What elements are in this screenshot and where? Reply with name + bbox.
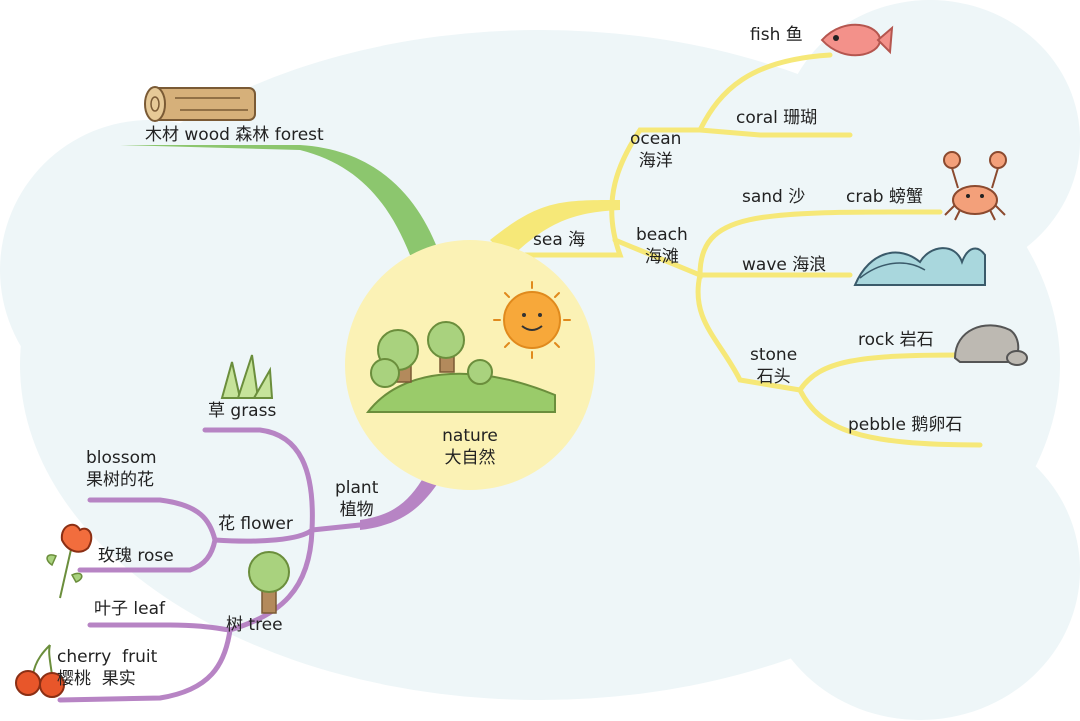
- trees-hill-icon: [365, 321, 556, 413]
- background-cloud: [760, 420, 1080, 720]
- blossom-label: blossom 果树的花: [86, 447, 157, 491]
- coral-label: coral 珊瑚: [736, 108, 818, 128]
- beach-line: [612, 209, 943, 279]
- grass-line: [202, 427, 315, 533]
- sun-icon: [493, 281, 571, 359]
- plant-en: plant: [335, 478, 379, 498]
- ocean-line: [517, 127, 703, 258]
- center-en: nature: [442, 426, 498, 446]
- sand-label: sand 沙: [742, 187, 806, 207]
- beach-en: beach: [636, 225, 688, 245]
- stone-zh: 石头: [756, 367, 791, 387]
- forest-label: 木材 wood 森林 forest: [145, 125, 324, 145]
- plant-trunk-line: [309, 522, 363, 533]
- rock-label: rock 岩石: [858, 330, 934, 350]
- ocean-en: ocean: [630, 129, 682, 149]
- wave-icon: [853, 247, 986, 286]
- rock-icon: [953, 324, 1028, 366]
- tree-icon: [248, 551, 290, 614]
- plant-label: plant 植物: [335, 477, 378, 521]
- blossom-line: [87, 497, 218, 543]
- wave-label: wave 海浪: [742, 255, 827, 275]
- crab-icon: [943, 151, 1007, 221]
- forest-branch: [120, 145, 440, 255]
- blossom-zh: 果树的花: [86, 470, 154, 490]
- rose-icon: [46, 523, 93, 599]
- rock-line: [797, 352, 963, 393]
- fish-icon: [820, 23, 894, 57]
- fruit-en: cherry fruit: [57, 647, 158, 667]
- beach-zh: 海滩: [644, 247, 679, 267]
- fruit-line: [57, 627, 233, 703]
- stone-label: stone 石头: [750, 344, 797, 388]
- sea-label: sea 海: [533, 230, 586, 250]
- center-zh: 大自然: [444, 448, 496, 468]
- fish-line: [697, 52, 833, 133]
- crab-label: crab 螃蟹: [846, 187, 923, 207]
- coral-line: [697, 127, 853, 138]
- grass-label: 草 grass: [208, 401, 277, 421]
- pebble-label: pebble 鹅卵石: [848, 415, 963, 435]
- grass-icon: [220, 354, 274, 399]
- stone-en: stone: [750, 345, 798, 365]
- fruit-label: cherry fruit 樱桃 果实: [57, 646, 157, 690]
- stone-line: [695, 272, 803, 393]
- center-label: nature 大自然: [420, 425, 520, 469]
- leaf-line: [87, 622, 233, 633]
- flower-label: 花 flower: [218, 514, 293, 534]
- sea-branch: [490, 200, 620, 258]
- ocean-zh: 海洋: [638, 151, 673, 171]
- rose-line: [77, 537, 218, 573]
- plant-zh: 植物: [339, 500, 374, 520]
- cherry-icon: [15, 644, 65, 698]
- blossom-en: blossom: [86, 448, 157, 468]
- wood-log-icon: [144, 86, 256, 122]
- tree-label: 树 tree: [226, 615, 283, 635]
- rose-label: 玫瑰 rose: [98, 546, 174, 566]
- plant-branch: [360, 475, 440, 530]
- fruit-zh: 樱桃 果实: [57, 669, 136, 689]
- ocean-label: ocean 海洋: [630, 128, 681, 172]
- beach-label: beach 海滩: [636, 224, 688, 268]
- leaf-label: 叶子 leaf: [94, 599, 165, 619]
- flower-line: [212, 527, 315, 544]
- pebble-line: [797, 387, 983, 448]
- fish-label: fish 鱼: [750, 25, 803, 45]
- tree-line: [227, 527, 315, 633]
